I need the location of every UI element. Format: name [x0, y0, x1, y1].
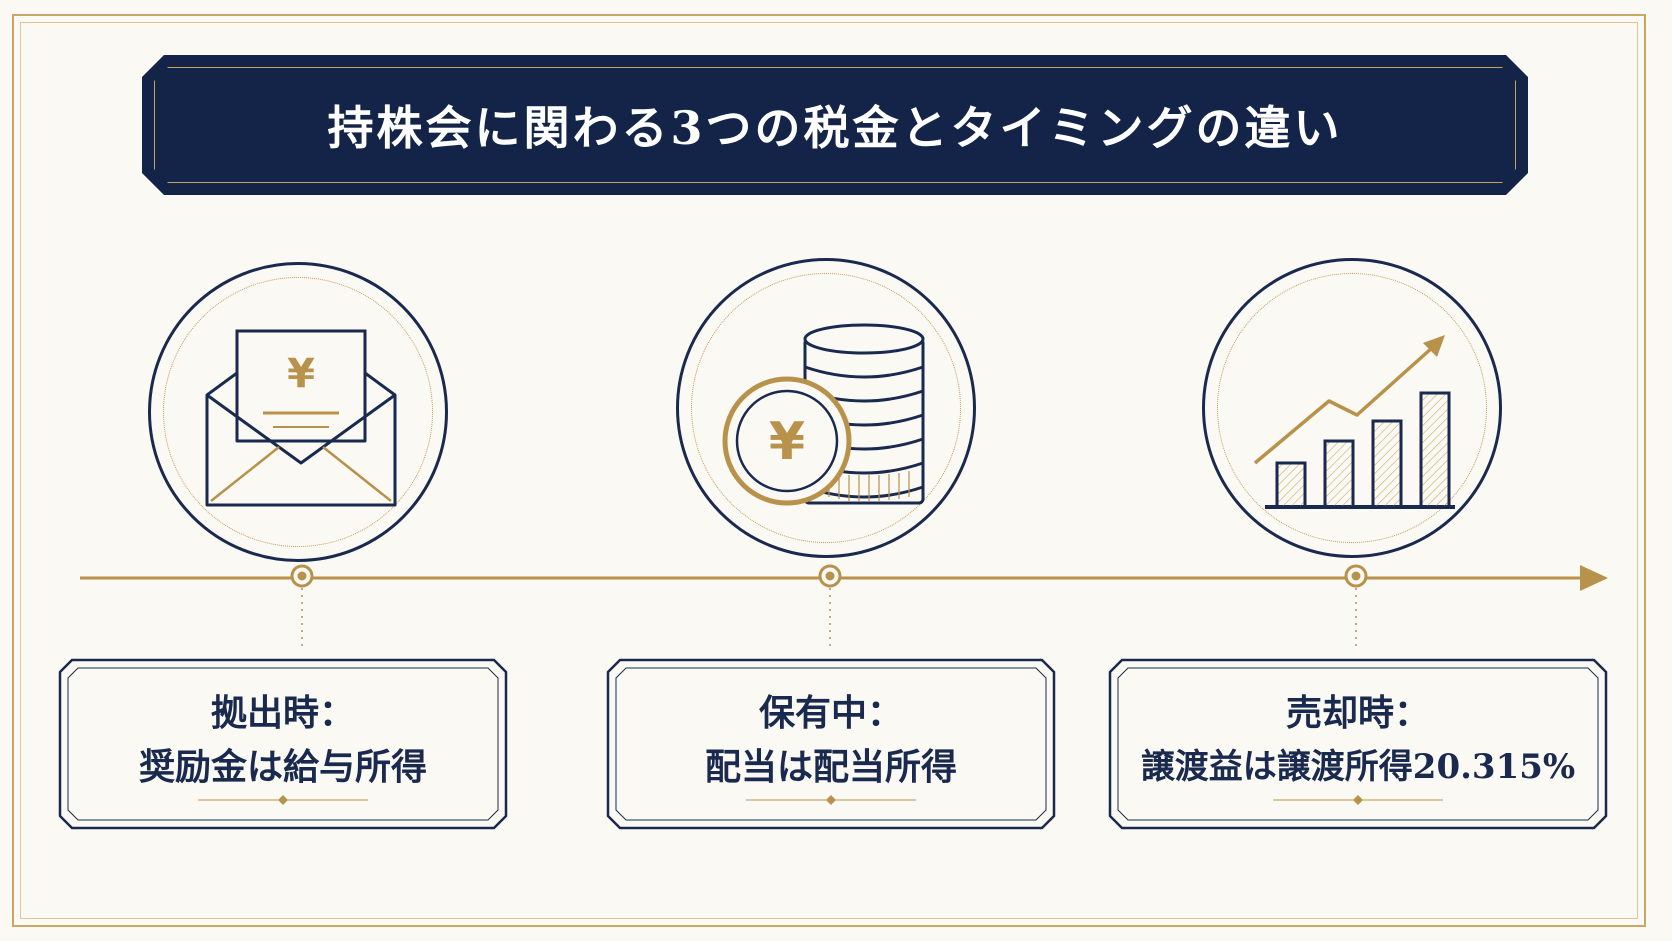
timeline-node-3: [1344, 564, 1368, 650]
stage-2-detail: 配当は配当所得: [704, 746, 957, 788]
stage-3-icon-circle: [1202, 258, 1502, 558]
stage-1-heading: 拠出時：: [210, 692, 355, 734]
stage-2-card: 保有中： 配当は配当所得: [606, 658, 1056, 830]
page-title: 持株会に関わる3つの税金とタイミングの違い: [327, 101, 1343, 155]
title-banner-border: [154, 67, 1516, 183]
coin-stack-yen-icon: ¥: [722, 323, 925, 506]
stage-1-card: 拠出時： 奨励金は給与所得: [58, 658, 508, 830]
stage-3-detail: 譲渡益は譲渡所得20.315%: [1140, 747, 1576, 787]
inner-border: [20, 22, 1638, 919]
stage-3-card: 売却時： 譲渡益は譲渡所得20.315%: [1108, 658, 1608, 830]
stage-1-icon-circle: ¥: [148, 262, 448, 562]
svg-text:¥: ¥: [287, 351, 315, 397]
timeline-node-2: [818, 564, 842, 650]
stage-2-heading: 保有中：: [758, 692, 903, 734]
stage-3-heading: 売却時：: [1285, 692, 1430, 734]
title-banner: 持株会に関わる3つの税金とタイミングの違い: [142, 55, 1528, 195]
envelope-yen-icon: ¥: [205, 329, 397, 507]
stage-1-detail: 奨励金は給与所得: [138, 746, 427, 788]
timeline-node-1: [290, 564, 314, 650]
bar-chart-rising-icon: [1253, 335, 1455, 509]
timeline-arrowhead: [1580, 565, 1608, 591]
svg-text:¥: ¥: [769, 412, 805, 472]
stage-2-icon-circle: ¥: [676, 258, 976, 558]
outer-border: [12, 14, 1646, 927]
